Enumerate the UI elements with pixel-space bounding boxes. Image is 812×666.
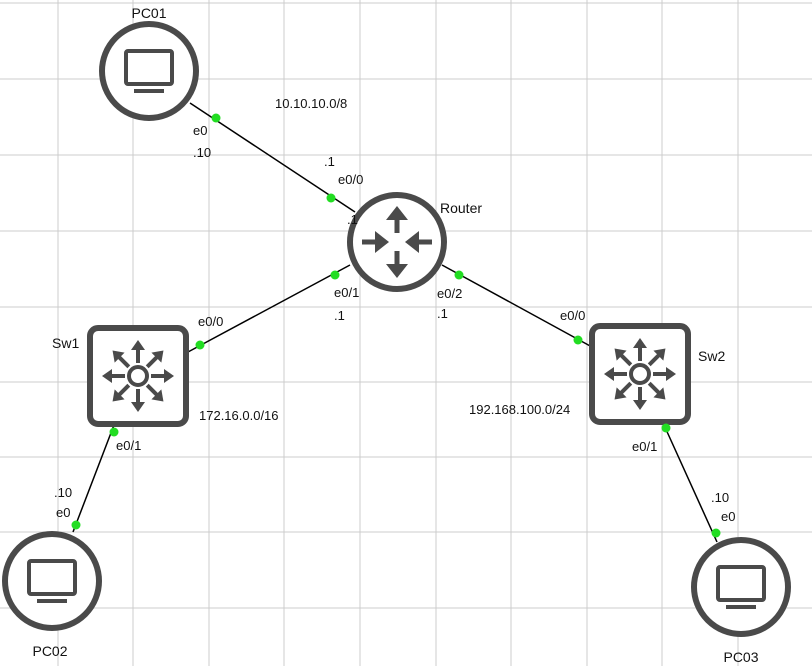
port-dot-pc03-e0 — [711, 528, 721, 538]
switch-arrow — [112, 350, 131, 369]
network-label-router-sw2: 192.168.100.0/24 — [469, 402, 570, 417]
port-dots — [71, 113, 721, 538]
switch-arrow — [131, 340, 145, 363]
iface-pc03-ip: .10 — [711, 490, 729, 505]
link-router-sw1[interactable] — [187, 264, 351, 353]
links — [72, 102, 718, 543]
pc-monitor-icon — [27, 559, 77, 603]
port-dot-router-e01 — [330, 270, 340, 280]
node-label-router: Router — [440, 200, 482, 216]
node-pc01[interactable]: PC01 — [99, 5, 199, 121]
node-label-pc01: PC01 — [131, 5, 166, 21]
multilayer-switch-icon — [102, 340, 174, 412]
node-sw2[interactable]: Sw2 — [589, 323, 725, 425]
router-arrows-icon — [362, 206, 432, 278]
node-pc03[interactable]: PC03 — [691, 537, 791, 665]
link-sw1-pc02[interactable] — [72, 424, 115, 533]
port-dot-sw1-e01 — [109, 427, 119, 437]
port-dot-pc01-e0 — [211, 113, 221, 123]
switch-arrow — [614, 348, 633, 367]
switch-arrow — [131, 389, 145, 412]
node-label-pc03: PC03 — [723, 649, 758, 665]
switch-arrow — [633, 338, 647, 361]
iface-sw2-uplink-port: e0/0 — [560, 308, 585, 323]
switch-arrow — [647, 381, 666, 400]
switch-arrow — [145, 350, 164, 369]
iface-router-e00-port: e0/0 — [338, 172, 363, 187]
multilayer-switch-icon — [604, 338, 676, 410]
iface-router-e01-port: e0/1 — [334, 285, 359, 300]
switch-arrow — [647, 348, 666, 367]
node-router[interactable]: Router — [347, 192, 482, 292]
switch-arrow — [102, 369, 125, 383]
switch-arrow — [112, 383, 131, 402]
iface-sw2-down-port: e0/1 — [632, 439, 657, 454]
iface-router-e02-port: e0/2 — [437, 286, 462, 301]
iface-pc02-port: e0 — [56, 505, 70, 520]
link-sw2-pc03[interactable] — [663, 424, 718, 543]
node-label-pc02: PC02 — [32, 643, 67, 659]
node-label-sw1: Sw1 — [52, 335, 79, 351]
switch-arrow — [614, 381, 633, 400]
iface-pc02-ip: .10 — [54, 485, 72, 500]
pc-monitor-icon — [124, 49, 174, 93]
network-label-pc01-router: 10.10.10.0/8 — [275, 96, 347, 111]
switch-center-ring — [127, 365, 149, 387]
switch-arrow — [145, 383, 164, 402]
iface-router-e02-ip: .1 — [437, 306, 448, 321]
iface-pc01-ip: .10 — [193, 145, 211, 160]
iface-sw1-down-port: e0/1 — [116, 438, 141, 453]
switch-arrow — [633, 387, 647, 410]
switch-arrow — [604, 367, 627, 381]
node-pc02[interactable]: PC02 — [2, 531, 102, 659]
iface-pc01-port: e0 — [193, 123, 207, 138]
port-dot-router-e02 — [454, 270, 464, 280]
port-dot-sw1-e00 — [195, 340, 205, 350]
port-dot-sw2-e01 — [661, 423, 671, 433]
iface-sw1-uplink-port: e0/0 — [198, 314, 223, 329]
pc-monitor-icon — [716, 565, 766, 609]
port-dot-sw2-e00 — [573, 335, 583, 345]
switch-arrow — [151, 369, 174, 383]
iface-router-e01-ip: .1 — [334, 308, 345, 323]
switch-center-ring — [629, 363, 651, 385]
port-dot-pc02-e0 — [71, 520, 81, 530]
node-sw1[interactable]: Sw1 — [52, 325, 189, 427]
iface-router-e00-extra: .1 — [347, 212, 358, 227]
iface-pc03-port: e0 — [721, 509, 735, 524]
network-label-router-sw1: 172.16.0.0/16 — [199, 408, 279, 423]
port-dot-router-e00 — [326, 193, 336, 203]
node-label-sw2: Sw2 — [698, 348, 725, 364]
iface-router-e00-ip: .1 — [324, 154, 335, 169]
link-router-sw2[interactable] — [441, 264, 593, 348]
switch-arrow — [653, 367, 676, 381]
